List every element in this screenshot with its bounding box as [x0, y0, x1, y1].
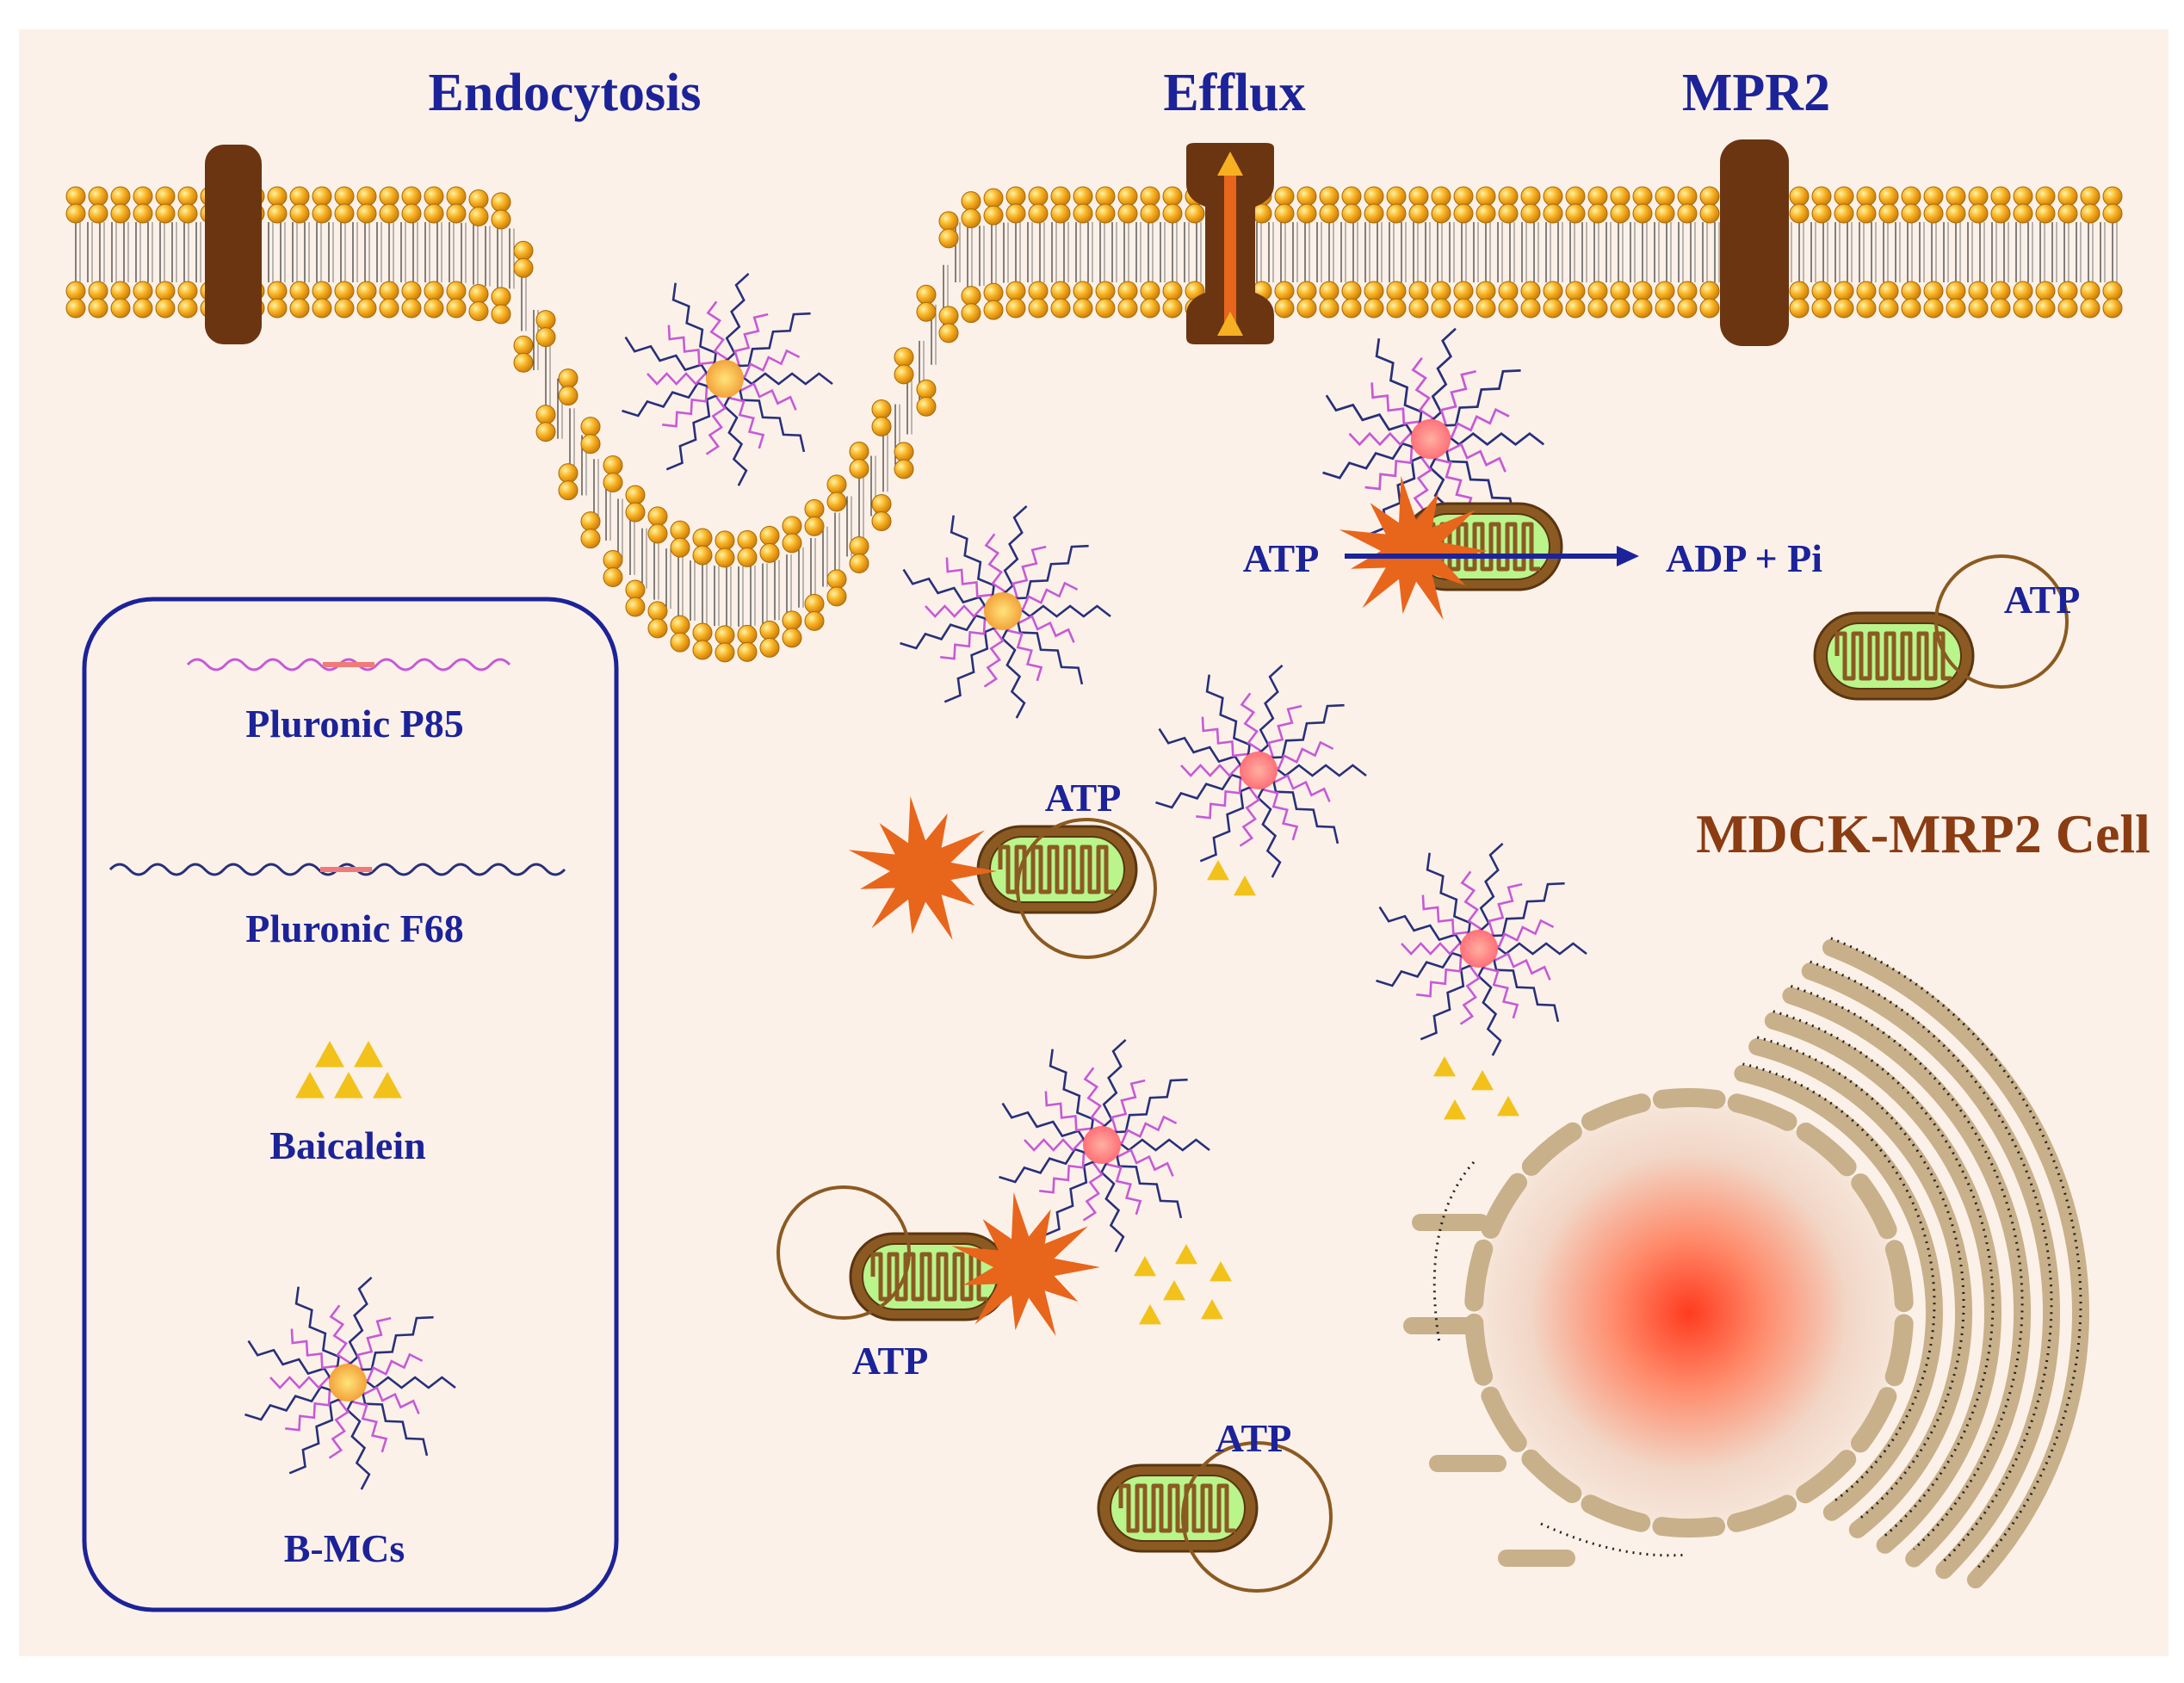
transporter-icon: [1720, 139, 1789, 346]
micelle-icon: [1155, 664, 1367, 878]
nucleus-er-complex: [1403, 937, 2089, 1589]
mito-right: [1813, 611, 1975, 701]
legend-box: Pluronic P85 Pluronic F68 Baicalein B-MC…: [82, 597, 619, 1612]
micelle-icon: [999, 1038, 1210, 1253]
baicalein-icon: [1175, 1244, 1197, 1265]
star-top: [1339, 475, 1488, 620]
baicalein-scatter: [1134, 860, 1519, 1325]
mitochondrion-icon: [1813, 611, 1975, 701]
star-mid-left: [848, 795, 997, 940]
baicalein-icon: [1444, 1099, 1466, 1120]
baicalein-icon: [373, 1072, 402, 1098]
atp-reaction: ATP ADP + Pi: [1243, 536, 1823, 580]
baicalein-icon: [1471, 1070, 1494, 1091]
baicalein-icon: [1207, 860, 1229, 881]
legend-baicalein-label: Baicalein: [269, 1123, 425, 1167]
starburst-icon: [951, 1191, 1100, 1336]
micelle-icon: [1376, 842, 1587, 1056]
adp-pi-label: ADP + Pi: [1666, 536, 1822, 580]
micelle-icon: [244, 1276, 456, 1490]
endocytosis-label: Endocytosis: [429, 64, 702, 122]
legend-bmcs-label: B-MCs: [284, 1526, 405, 1570]
legend-baicalein-icon: [295, 1041, 402, 1098]
baicalein-icon: [1163, 1280, 1185, 1301]
atp-label-1: ATP: [2004, 578, 2081, 622]
micelle-group: [622, 272, 1587, 1253]
micelle-icon: [622, 272, 833, 486]
mito-mid-left: [976, 825, 1138, 914]
atp-main-label: ATP: [1243, 536, 1320, 580]
mitochondrion-icon: [1097, 1463, 1259, 1553]
transporter-icon: [205, 145, 262, 344]
baicalein-icon: [1210, 1261, 1232, 1282]
transporter-mpr2: [1720, 139, 1789, 346]
mpr2-label: MPR2: [1682, 64, 1830, 122]
reaction-arrow-icon: [1617, 546, 1639, 566]
atp-ring-icon: [1016, 818, 1157, 959]
cell-label: MDCK-MRP2 Cell: [1696, 803, 2150, 864]
starburst-icon: [1339, 475, 1488, 620]
mito-bottom: [1097, 1463, 1259, 1553]
baicalein-icon: [315, 1041, 344, 1067]
star-lower-left: [951, 1191, 1100, 1336]
mitochondrion-icon: [976, 825, 1138, 914]
legend-p85-chain: [186, 658, 511, 671]
efflux-arrow-icon: [1217, 152, 1243, 176]
nuclear-envelope: [1464, 1088, 1914, 1538]
baicalein-icon: [295, 1072, 325, 1098]
endoplasmic-reticulum-icon: [1403, 937, 2089, 1589]
baicalein-icon: [1497, 1096, 1519, 1117]
baicalein-icon: [354, 1041, 383, 1067]
baicalein-icon: [334, 1072, 363, 1098]
atp-ring-icon: [1181, 1441, 1333, 1593]
baicalein-icon: [1433, 1056, 1456, 1077]
legend-f68-chain: [108, 863, 566, 876]
starburst-icon: [848, 795, 997, 940]
transporter-left: [205, 145, 262, 344]
atp-label-3: ATP: [852, 1339, 929, 1383]
baicalein-icon: [1201, 1299, 1223, 1320]
micelle-icon: [900, 504, 1111, 719]
cell-membrane: [65, 186, 2123, 663]
atp-label-4: ATP: [1216, 1416, 1292, 1460]
legend-micelle-icon: [244, 1276, 456, 1490]
baicalein-icon: [1139, 1304, 1161, 1325]
atp-ring-icon: [776, 1185, 911, 1320]
baicalein-icon: [1234, 876, 1256, 896]
nucleus-icon: [1478, 1102, 1900, 1524]
legend-p85-label: Pluronic P85: [245, 702, 463, 746]
atp-label-2: ATP: [1045, 776, 1122, 820]
baicalein-icon: [1134, 1256, 1156, 1277]
legend-f68-label: Pluronic F68: [245, 906, 463, 950]
atp-ring-icon: [1934, 554, 2069, 689]
transporter-efflux: [1186, 143, 1274, 344]
efflux-label: Efflux: [1163, 64, 1305, 122]
